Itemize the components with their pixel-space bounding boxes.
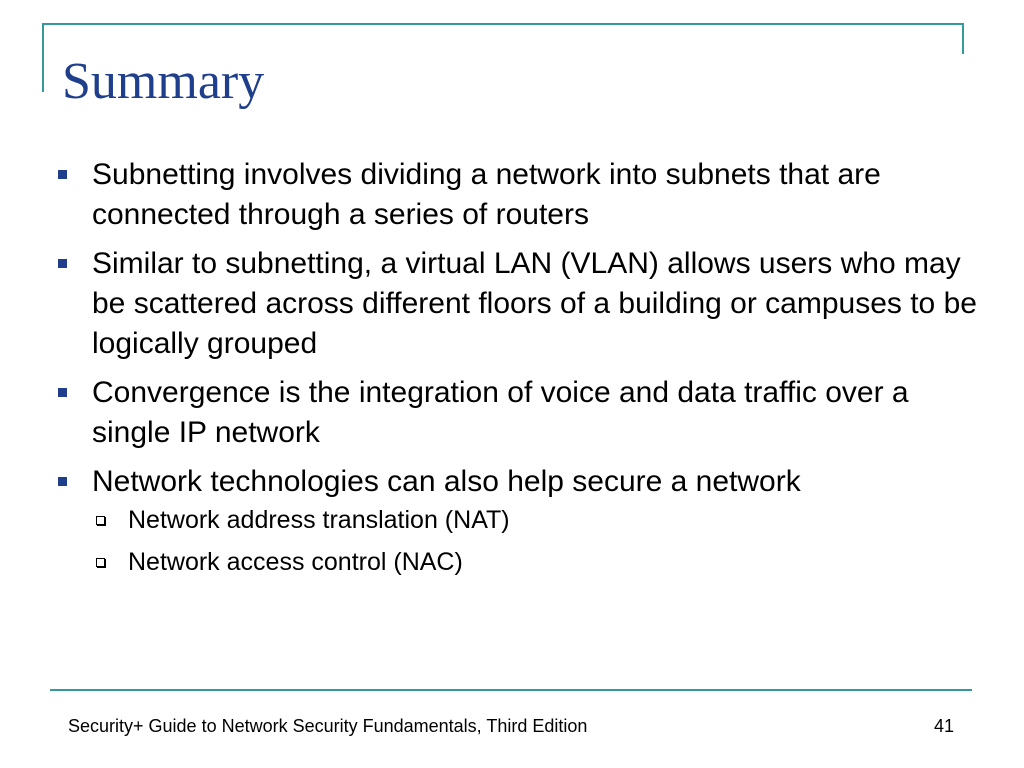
sub-bullet-text: Network address translation (NAT) bbox=[128, 506, 510, 534]
bullet-text: Similar to subnetting, a virtual LAN (VL… bbox=[92, 247, 977, 360]
square-bullet-icon bbox=[58, 170, 67, 179]
square-bullet-icon bbox=[58, 477, 67, 486]
title-frame-left-line bbox=[42, 23, 44, 92]
bullet-item: Convergence is the integration of voice … bbox=[58, 373, 988, 453]
title-frame-right-line bbox=[962, 23, 964, 54]
bullet-text: Convergence is the integration of voice … bbox=[92, 376, 909, 449]
slide-title: Summary bbox=[62, 53, 265, 110]
footer-text: Security+ Guide to Network Security Fund… bbox=[68, 716, 588, 736]
sub-bullet-list: Network address translation (NAT) Networ… bbox=[92, 504, 988, 578]
sub-bullet-item: Network access control (NAC) bbox=[92, 546, 988, 578]
bullet-item: Similar to subnetting, a virtual LAN (VL… bbox=[58, 244, 988, 364]
hollow-square-bullet-icon bbox=[96, 516, 105, 525]
hollow-square-bullet-icon bbox=[96, 558, 105, 567]
square-bullet-icon bbox=[58, 388, 67, 397]
bullet-text: Subnetting involves dividing a network i… bbox=[92, 158, 881, 231]
title-frame-top-line bbox=[42, 23, 964, 25]
footer-divider bbox=[50, 689, 972, 691]
bullet-item: Subnetting involves dividing a network i… bbox=[58, 155, 988, 235]
square-bullet-icon bbox=[58, 259, 67, 268]
bullet-text: Network technologies can also help secur… bbox=[92, 465, 801, 498]
page-number: 41 bbox=[933, 716, 954, 736]
bullet-list: Subnetting involves dividing a network i… bbox=[58, 155, 988, 588]
sub-bullet-text: Network access control (NAC) bbox=[128, 548, 463, 576]
bullet-item: Network technologies can also help secur… bbox=[58, 462, 988, 578]
sub-bullet-item: Network address translation (NAT) bbox=[92, 504, 988, 536]
